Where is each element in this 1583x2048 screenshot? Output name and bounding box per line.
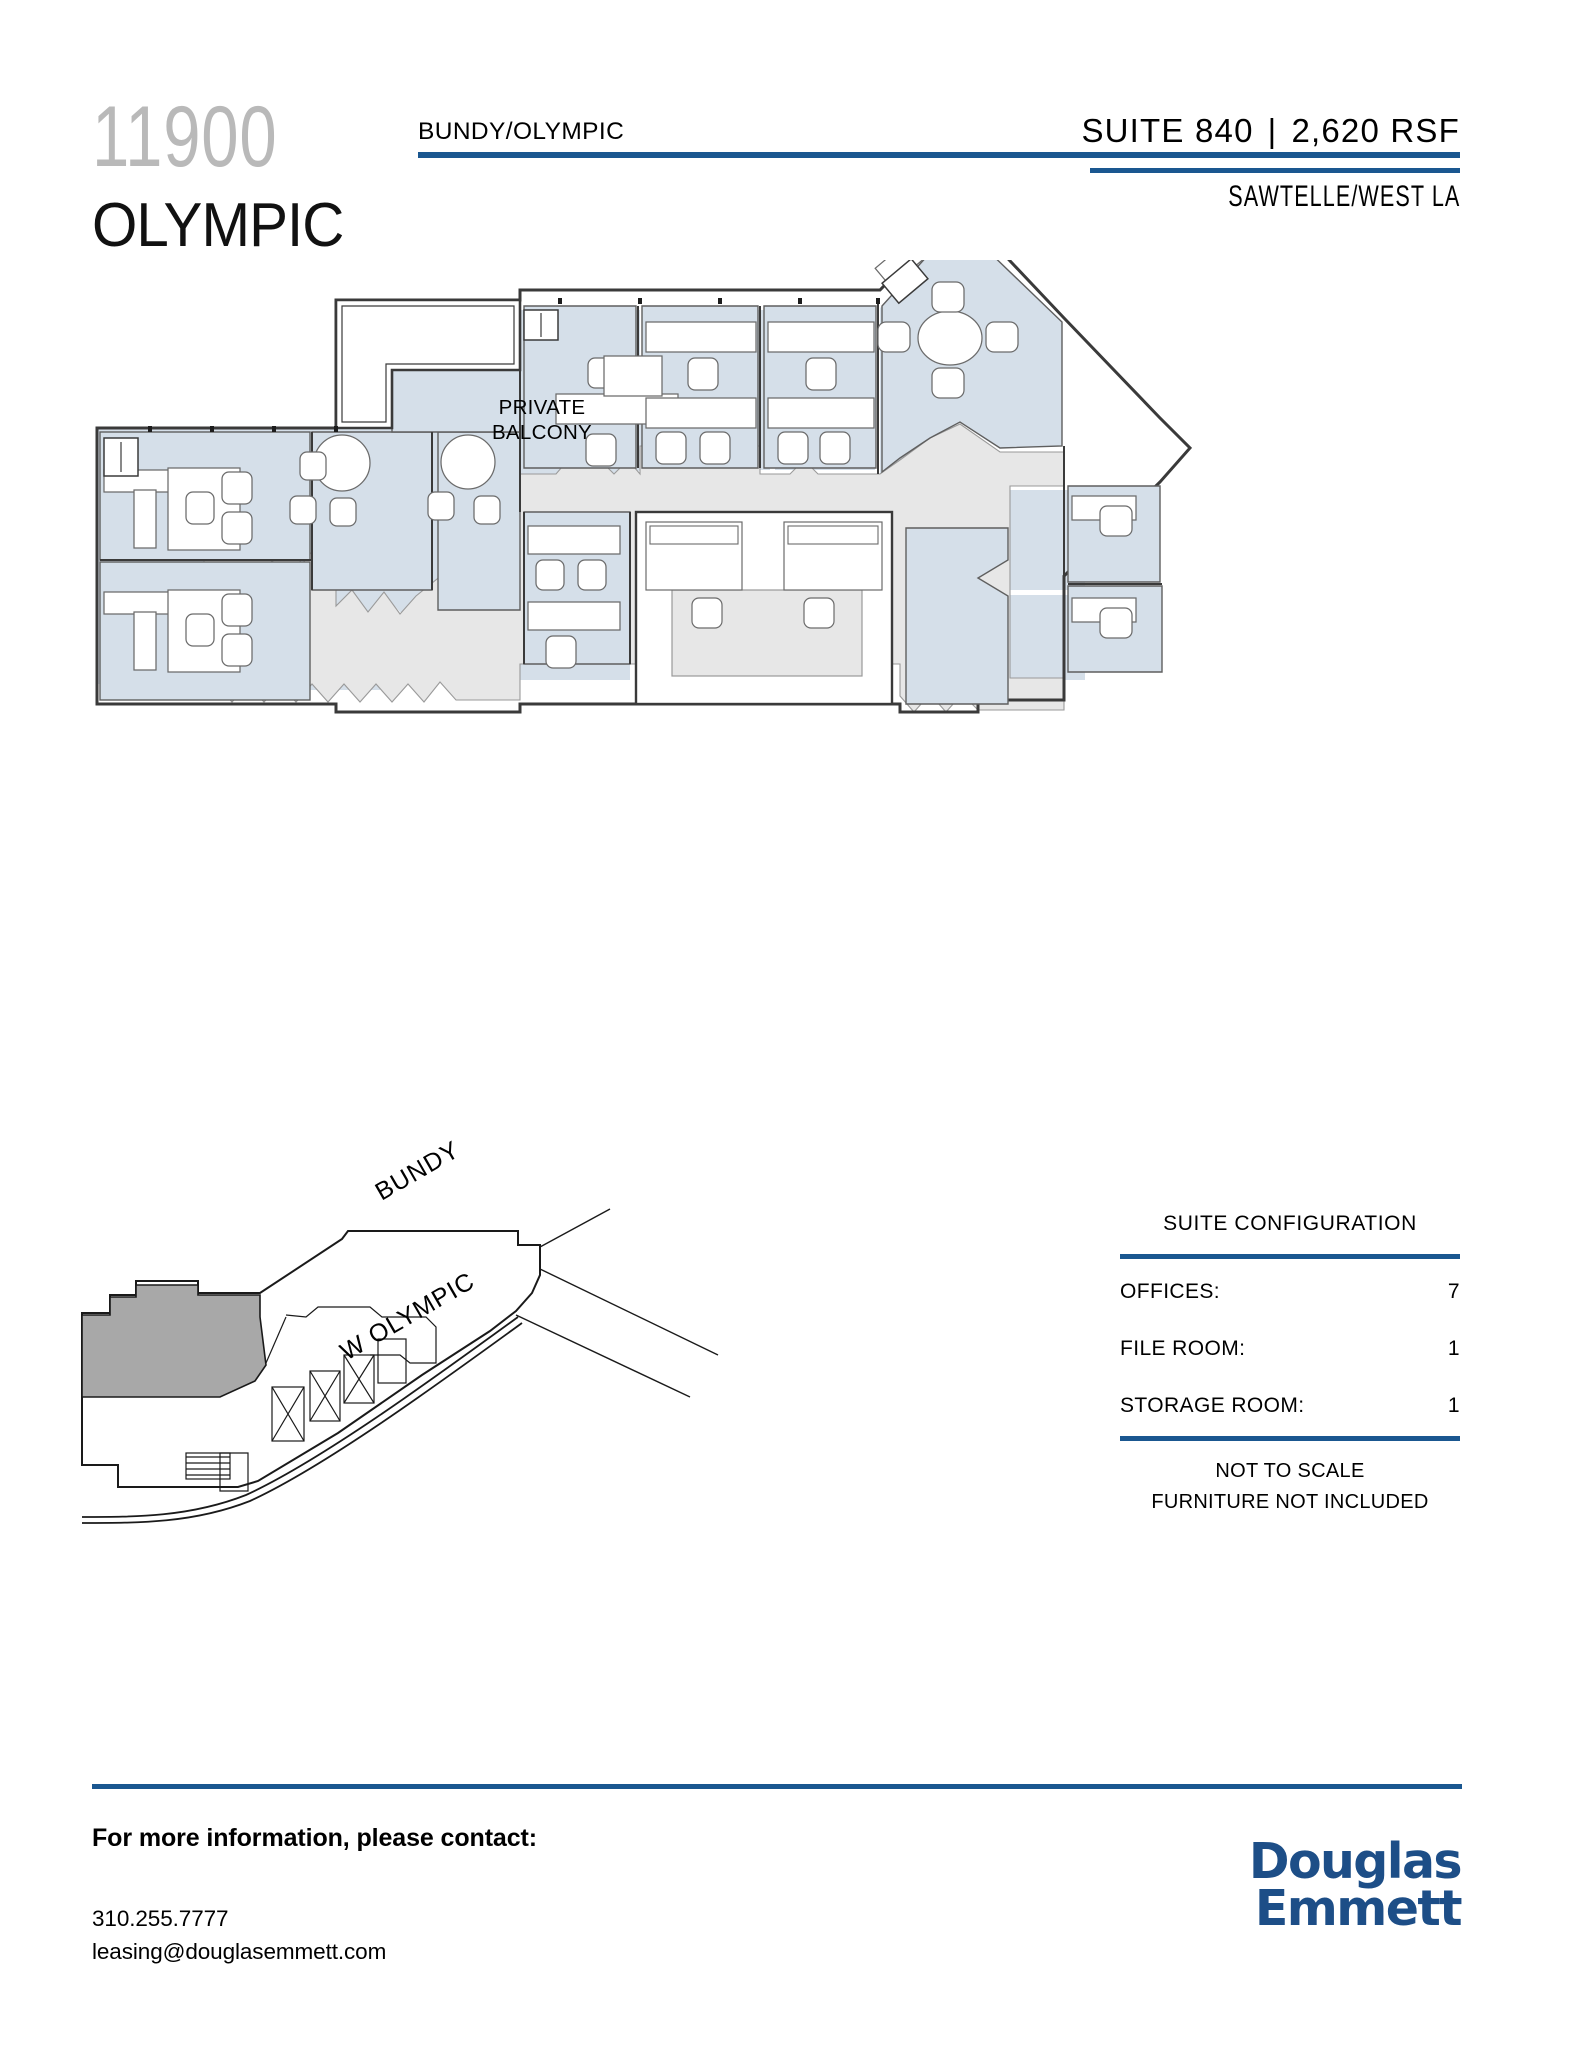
footer-email[interactable]: leasing@douglasemmett.com — [92, 1939, 387, 1964]
building-number: 11900 — [92, 89, 278, 185]
building-key-plan — [70, 1165, 730, 1525]
balcony-label-line2: BALCONY — [491, 421, 593, 444]
key-plan-drawing — [81, 1208, 719, 1524]
config-row-offices: OFFICES: 7 — [1120, 1263, 1460, 1320]
balcony-label: PRIVATE BALCONY — [462, 395, 622, 445]
note-furniture-not-included: FURNITURE NOT INCLUDED — [1151, 1491, 1429, 1513]
suite-rsf-label: 2,620 RSF — [1291, 112, 1460, 149]
config-label-offices: OFFICES: — [1120, 1280, 1221, 1303]
suite-separator: | — [1267, 112, 1278, 149]
furniture — [103, 260, 1137, 673]
footer-contact-details: 310.255.7777 leasing@douglasemmett.com — [92, 1902, 386, 1968]
config-row-list: OFFICES: 7 FILE ROOM: 1 STORAGE ROOM: 1 — [1120, 1259, 1460, 1436]
config-value-storage-room: 1 — [1447, 1394, 1460, 1417]
interior-partitions — [100, 300, 1162, 700]
footer-accent-rule — [92, 1784, 1462, 1789]
page-header: 11900 OLYMPIC BUNDY/OLYMPIC SUITE 840 | 2,… — [0, 0, 1583, 270]
footer-phone[interactable]: 310.255.7777 — [92, 1906, 229, 1931]
suite-configuration-panel: SUITE CONFIGURATION OFFICES: 7 FILE ROOM… — [1120, 1212, 1460, 1518]
suite-number-label: SUITE 840 — [1081, 112, 1254, 149]
logo-line-1: Douglas — [1248, 1833, 1463, 1890]
building-brand: 11900 OLYMPIC — [92, 89, 512, 260]
balcony-label-line1: PRIVATE — [498, 396, 586, 419]
config-label-file-room: FILE ROOM: — [1120, 1337, 1246, 1360]
office-southeast-wedge — [905, 527, 1009, 705]
street-lines — [515, 1208, 719, 1398]
suite-configuration-title: SUITE CONFIGURATION — [1163, 1212, 1417, 1235]
building-core — [185, 1306, 437, 1492]
region-label: SAWTELLE/WEST LA — [1227, 180, 1460, 213]
note-not-to-scale: NOT TO SCALE — [1215, 1460, 1365, 1482]
config-value-offices: 7 — [1447, 1280, 1460, 1303]
footer-contact-heading: For more information, please contact: — [92, 1824, 537, 1852]
suite-floor-plan — [0, 260, 1583, 900]
window-mullions — [148, 298, 880, 432]
header-accent-rule-secondary — [1090, 168, 1460, 173]
config-rule-top — [1120, 1254, 1460, 1259]
highlighted-suite-area — [81, 1284, 267, 1398]
conference-room-northeast — [881, 260, 1063, 474]
config-footnotes: NOT TO SCALE FURNITURE NOT INCLUDED — [1120, 1441, 1460, 1518]
config-value-file-room: 1 — [1447, 1337, 1460, 1360]
window-detail-boxes — [103, 260, 929, 477]
suite-header: SUITE 840 | 2,620 RSF — [1081, 112, 1460, 150]
header-accent-rule-primary — [418, 152, 1460, 158]
file-and-storage-rooms — [634, 510, 894, 706]
olympic-street-edge — [81, 1316, 523, 1524]
office-balcony-adjacent-ext — [523, 305, 637, 469]
logo-line-2: Emmett — [1254, 1880, 1463, 1937]
config-rule-bottom — [1120, 1436, 1460, 1441]
config-row-file-room: FILE ROOM: 1 — [1120, 1320, 1460, 1377]
floor-plan-drawing — [95, 260, 1193, 714]
building-name: OLYMPIC — [92, 191, 344, 260]
config-label-storage-room: STORAGE ROOM: — [1120, 1394, 1305, 1417]
douglas-emmett-logo: Douglas Emmett — [1248, 1833, 1463, 1937]
config-row-storage-room: STORAGE ROOM: 1 — [1120, 1377, 1460, 1434]
submarket-label: BUNDY/OLYMPIC — [418, 118, 625, 145]
